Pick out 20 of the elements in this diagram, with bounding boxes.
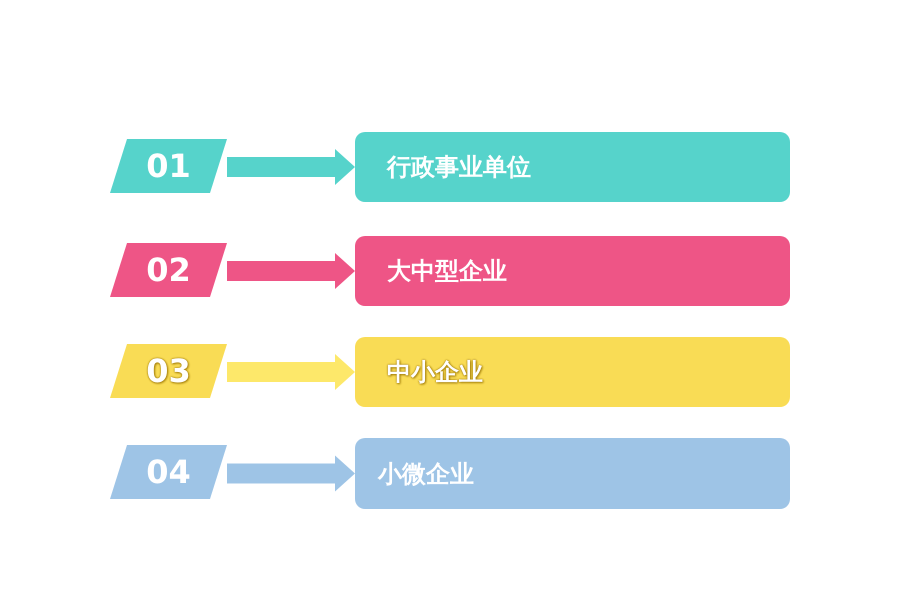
arrow [227, 253, 355, 289]
step-number: 02 [146, 251, 191, 289]
step-number: 04 [146, 453, 191, 491]
number-parallelogram [110, 243, 227, 297]
category-card [355, 132, 790, 202]
arrow [227, 149, 355, 185]
step-number: 01 [146, 147, 191, 185]
category-label: 中小企业 [387, 357, 483, 388]
category-label: 行政事业单位 [387, 152, 531, 183]
category-card [355, 438, 790, 509]
arrow [227, 354, 355, 390]
category-label: 大中型企业 [387, 256, 507, 287]
number-parallelogram [110, 445, 227, 499]
arrow [227, 456, 355, 492]
number-parallelogram [110, 344, 227, 398]
category-label: 小微企业 [378, 458, 474, 490]
category-card [355, 236, 790, 306]
number-parallelogram [110, 139, 227, 193]
step-number: 03 [146, 352, 191, 390]
category-card [355, 337, 790, 407]
